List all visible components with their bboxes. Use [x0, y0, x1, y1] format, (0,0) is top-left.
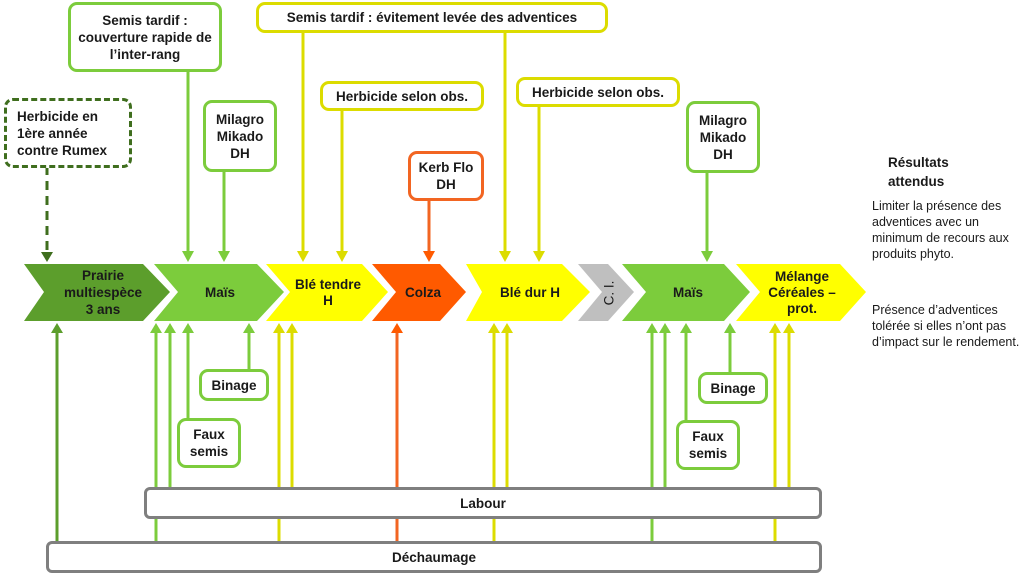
top-connectors: [41, 32, 713, 262]
box-text: Binage: [710, 380, 756, 396]
crop-label-ble-tendre: Blé tendre H: [290, 264, 366, 321]
arrowhead-up: [659, 323, 671, 333]
crop-label-text: Blé dur H: [499, 284, 560, 300]
faux-semis-box-2: Faux semis: [676, 420, 740, 470]
crop-label-mais-2: Maïs: [646, 264, 730, 321]
crop-label-text: Blé tendre H: [294, 276, 362, 308]
arrowhead-down: [218, 251, 230, 262]
herbicide-obs-box-1: Herbicide selon obs.: [320, 81, 484, 111]
arrowhead-down: [701, 251, 713, 262]
crop-label-melange: Mélange Céréales –prot.: [760, 264, 844, 321]
arrowhead-up: [51, 323, 63, 333]
box-text: Labour: [460, 495, 506, 511]
arrowhead-down: [41, 252, 53, 262]
milagro-box-2: Milagro Mikado DH: [686, 101, 760, 173]
milagro-box-1: Milagro Mikado DH: [203, 100, 277, 172]
crop-label-text: Colza: [404, 284, 441, 300]
crop-label-prairie: Prairie multiespèce 3 ans: [48, 264, 158, 321]
arrowhead-down: [336, 251, 348, 262]
rotation-chevrons: [24, 264, 866, 321]
crop-label-text: Mélange Céréales –prot.: [768, 268, 836, 316]
binage-box-2: Binage: [698, 372, 768, 404]
box-text: Binage: [211, 377, 257, 393]
box-text: Faux semis: [688, 429, 728, 461]
crop-label-text: C. I.: [600, 280, 616, 305]
box-text: Milagro Mikado DH: [698, 112, 747, 162]
labour-bar: Labour: [144, 487, 822, 519]
arrowhead-up: [391, 323, 403, 333]
box-text: Kerb Flo DH: [418, 160, 474, 192]
arrowhead-down: [533, 251, 545, 262]
crop-label-text: Prairie multiespèce 3 ans: [63, 268, 143, 317]
chevron-ble-dur: [466, 264, 590, 321]
box-text: Faux semis: [189, 427, 229, 459]
arrowhead-down: [297, 251, 309, 262]
results-paragraph-2: Présence d’adventices tolérée si elles n…: [872, 303, 1020, 349]
chevron-mais-2: [622, 264, 750, 321]
arrowhead-up: [243, 323, 255, 333]
arrowhead-up: [286, 323, 298, 333]
box-text: Herbicide selon obs.: [335, 88, 469, 104]
box-text: Herbicide selon obs.: [531, 84, 665, 100]
arrowhead-up: [488, 323, 500, 333]
dechaumage-bar: Déchaumage: [46, 541, 822, 573]
box-text: Semis tardif : couverture rapide de l’in…: [78, 12, 212, 62]
chevron-ci: [578, 264, 634, 321]
box-text: Milagro Mikado DH: [215, 111, 264, 161]
herbicide-obs-box-2: Herbicide selon obs.: [516, 77, 680, 107]
arrowhead-up: [150, 323, 162, 333]
chevron-prairie: [24, 264, 170, 321]
crop-label-ci: C. I.: [594, 264, 624, 321]
arrowhead-up: [724, 323, 736, 333]
arrowhead-up: [164, 323, 176, 333]
crop-label-ble-dur: Blé dur H: [482, 264, 578, 321]
crop-label-colza: Colza: [392, 264, 454, 321]
arrowhead-up: [783, 323, 795, 333]
crop-label-text: Maïs: [204, 284, 235, 300]
arrowhead-up: [273, 323, 285, 333]
results-title: Résultats attendus: [888, 155, 949, 189]
arrowhead-down: [423, 251, 435, 262]
arrowhead-up: [646, 323, 658, 333]
crop-label-mais-1: Maïs: [176, 264, 264, 321]
semis-tardif-ble-box: Semis tardif : évitement levée des adven…: [256, 2, 608, 33]
chevron-colza: [372, 264, 466, 321]
chevron-mais-1: [154, 264, 284, 321]
arrowhead-down: [182, 251, 194, 262]
kerb-flo-box: Kerb Flo DH: [408, 151, 484, 201]
box-text: Déchaumage: [391, 549, 477, 565]
arrowhead-down: [499, 251, 511, 262]
arrowhead-up: [182, 323, 194, 333]
crop-label-text: Maïs: [672, 284, 703, 300]
semis-tardif-mais-box: Semis tardif : couverture rapide de l’in…: [68, 2, 222, 72]
chevron-ble-tendre: [266, 264, 388, 321]
arrowhead-up: [501, 323, 513, 333]
box-text: Semis tardif : évitement levée des adven…: [286, 10, 578, 25]
results-paragraph-1: Limiter la présence des adventices avec …: [872, 199, 1009, 261]
faux-semis-box-1: Faux semis: [177, 418, 241, 468]
arrowhead-up: [680, 323, 692, 333]
binage-box-1: Binage: [199, 369, 269, 401]
box-text: Herbicide en 1ère année contre Rumex: [17, 108, 108, 158]
chevron-melange: [736, 264, 866, 321]
herbicide-rumex-box: Herbicide en 1ère année contre Rumex: [4, 98, 132, 168]
arrowhead-up: [769, 323, 781, 333]
